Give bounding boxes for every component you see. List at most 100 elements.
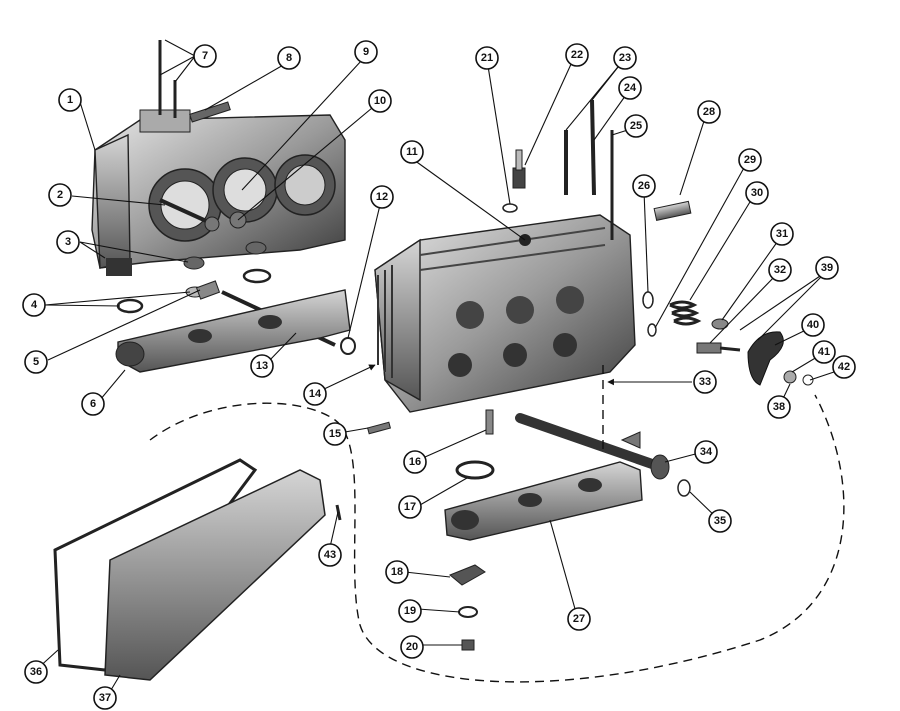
svg-text:9: 9 — [363, 46, 369, 58]
svg-text:12: 12 — [376, 191, 388, 203]
lock-washer — [458, 606, 478, 618]
o-ring — [340, 337, 356, 355]
callout-12: 12 — [370, 185, 394, 209]
svg-text:4: 4 — [31, 299, 38, 311]
svg-text:17: 17 — [404, 501, 416, 513]
svg-text:16: 16 — [409, 456, 421, 468]
svg-text:19: 19 — [404, 605, 416, 617]
stud — [485, 409, 494, 435]
svg-text:26: 26 — [638, 180, 650, 192]
svg-text:34: 34 — [700, 446, 713, 458]
svg-text:20: 20 — [406, 641, 418, 653]
callout-27: 27 — [567, 607, 591, 631]
svg-text:5: 5 — [33, 356, 39, 368]
manifold-left — [115, 289, 351, 373]
callout-37: 37 — [93, 686, 117, 710]
callout-14: 14 — [303, 382, 327, 406]
dashed-group-outline — [149, 394, 845, 683]
svg-text:39: 39 — [821, 262, 833, 274]
callout-35: 35 — [708, 509, 732, 533]
cylinder-block — [91, 40, 346, 276]
svg-text:1: 1 — [67, 94, 73, 106]
callout-36: 36 — [24, 660, 48, 684]
callout-1: 1 — [58, 88, 82, 112]
svg-text:25: 25 — [630, 120, 642, 132]
callout-19: 19 — [398, 599, 422, 623]
crossover-pipe — [515, 413, 670, 480]
nut — [461, 639, 475, 651]
cover-screw — [335, 504, 342, 521]
callout-20: 20 — [400, 635, 424, 659]
svg-text:30: 30 — [751, 187, 763, 199]
svg-text:41: 41 — [818, 346, 830, 358]
washer-small — [502, 203, 518, 213]
dowel-pin — [366, 421, 392, 435]
callout-33: 33 — [693, 370, 717, 394]
adjusting-screw — [696, 342, 741, 354]
manifold-right — [444, 461, 643, 541]
svg-text:14: 14 — [309, 388, 322, 400]
svg-text:27: 27 — [573, 613, 585, 625]
callout-5: 5 — [24, 350, 48, 374]
pushrod-b — [590, 99, 596, 196]
callout-41: 41 — [812, 340, 836, 364]
svg-text:15: 15 — [329, 428, 341, 440]
callout-11: 11 — [400, 140, 424, 164]
plug-pair — [183, 241, 267, 270]
svg-text:13: 13 — [256, 360, 268, 372]
callout-7: 7 — [193, 44, 217, 68]
callout-24: 24 — [618, 76, 642, 100]
callout-21: 21 — [475, 46, 499, 70]
callout-23: 23 — [613, 46, 637, 70]
callout-9: 9 — [354, 40, 378, 64]
valve-cover — [104, 469, 326, 681]
callout-8: 8 — [277, 46, 301, 70]
callout-28: 28 — [697, 100, 721, 124]
callout-22: 22 — [565, 43, 589, 67]
callout-3: 3 — [56, 230, 80, 254]
callout-15: 15 — [323, 422, 347, 446]
svg-text:35: 35 — [714, 515, 726, 527]
fitting — [195, 280, 221, 300]
callout-42: 42 — [832, 355, 856, 379]
o-ring-35 — [677, 479, 691, 497]
svg-text:2: 2 — [57, 189, 63, 201]
callout-29: 29 — [738, 148, 762, 172]
svg-text:36: 36 — [30, 666, 42, 678]
callout-38: 38 — [767, 395, 791, 419]
leader-lines — [35, 39, 841, 701]
gasket-ring — [455, 460, 495, 480]
svg-text:32: 32 — [774, 264, 786, 276]
callout-16: 16 — [403, 450, 427, 474]
svg-text:29: 29 — [744, 154, 756, 166]
callout-labels: 1 2 3 4 5 6 7 8 9 10 11 12 13 14 15 16 1… — [22, 40, 856, 710]
callout-34: 34 — [694, 440, 718, 464]
callout-18: 18 — [385, 560, 409, 584]
callout-30: 30 — [745, 181, 769, 205]
svg-text:8: 8 — [286, 52, 292, 64]
svg-text:42: 42 — [838, 361, 850, 373]
rocker-washer — [802, 374, 814, 386]
svg-text:28: 28 — [703, 106, 715, 118]
svg-text:6: 6 — [90, 398, 96, 410]
callout-25: 25 — [624, 114, 648, 138]
callout-13: 13 — [250, 354, 274, 378]
callout-39: 39 — [815, 256, 839, 280]
svg-text:11: 11 — [406, 146, 418, 158]
o-ring-small — [642, 291, 654, 309]
rocker-arm — [747, 331, 784, 386]
svg-text:10: 10 — [374, 95, 386, 107]
svg-text:31: 31 — [776, 228, 788, 240]
callout-6: 6 — [81, 392, 105, 416]
valve-spring — [669, 300, 702, 326]
svg-text:18: 18 — [391, 566, 403, 578]
svg-text:43: 43 — [324, 549, 336, 561]
cylinder-head — [374, 214, 636, 413]
svg-text:22: 22 — [571, 49, 583, 61]
bracket — [449, 564, 486, 586]
svg-text:37: 37 — [99, 692, 111, 704]
svg-text:7: 7 — [202, 50, 208, 62]
svg-text:21: 21 — [481, 52, 493, 64]
